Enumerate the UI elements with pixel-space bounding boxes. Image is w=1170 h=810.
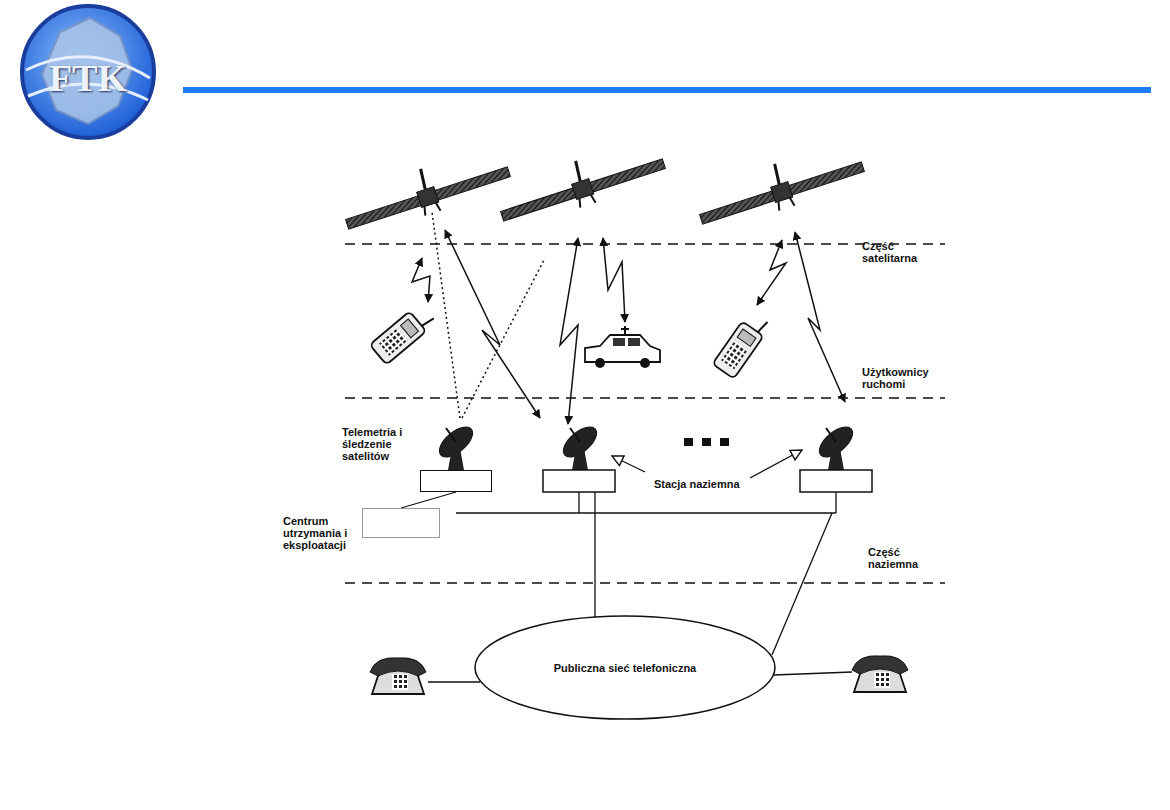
node-text: Centrum utrzymania i eksploatacji [283,515,361,551]
layer-dividers [345,244,945,583]
layer-label: Użytkownicy ruchomi [862,366,952,390]
layer-label: Część naziemna [868,546,940,570]
control-center-box: Centrum utrzymania i eksploatacji [362,508,440,538]
desk-phone [852,656,908,692]
logo [22,6,154,138]
station-label: Stacja naziemna [652,478,742,490]
node-text: Telemetria i śledzenie satelitów [342,426,417,462]
radio-links [412,230,845,424]
telemetry-links [432,212,545,418]
mobile-phone [370,302,437,364]
pstn-ellipse: Publiczna sieć telefoniczna [474,615,776,720]
ellipsis-squares [684,438,729,446]
ground-station-box [800,470,872,492]
mobile-phone [712,310,771,379]
antenna-dish [434,421,477,470]
connector-line [401,492,456,508]
ground-station-box: Telemetria i śledzenie satelitów [420,470,492,492]
antenna-dish [558,421,601,470]
car [585,326,660,368]
antenna-dish [814,421,857,470]
layer-label: Część satelitarna [862,240,934,264]
pointer-arrows [612,450,802,478]
ground-station-box [543,470,615,492]
node-text: Publiczna sieć telefoniczna [554,662,696,674]
satellite [338,143,514,239]
satellite [692,138,868,234]
satellite [493,135,669,231]
desk-phone [370,658,426,694]
logo-text: FTK [40,58,136,98]
header-rule [183,87,1151,93]
